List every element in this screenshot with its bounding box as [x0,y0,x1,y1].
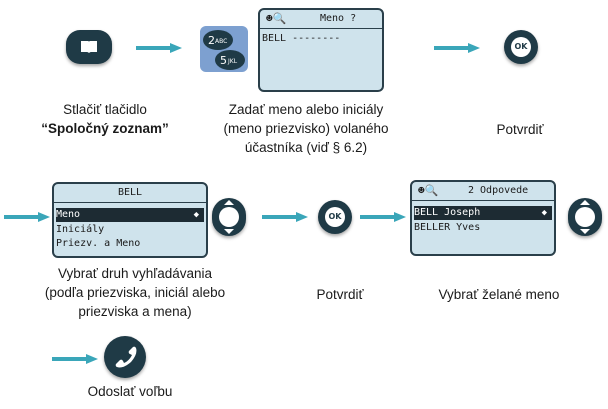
directory-search-icon: ☻🔍 [266,12,287,25]
caption-step1-bold: “Spoločný zoznam” [41,121,169,136]
lcd-header: ☻🔍 Meno ? [260,10,382,29]
nav-down-icon [580,229,590,234]
caption-step2-line: (meno priezvisko) volaného [223,121,389,136]
nav-up-icon [224,200,234,205]
caption-step4-line: Vybrať druh vyhľadávania [57,266,213,281]
arrow-right-icon [434,43,480,53]
lcd-screen-results: ☻🔍 2 Odpovede BELL Joseph ◆ BELLER Yves [410,180,556,256]
nav-up-icon [580,200,590,205]
nav-center-icon [219,207,239,227]
book-icon [81,41,97,53]
lcd-screen-search-type: BELL Meno ◆ Iniciály Priezv. a Meno [52,182,208,258]
lcd-entry-line: BELL -------- [262,33,341,44]
caption-step2: Zadať meno alebo iniciály (meno priezvis… [196,100,416,157]
lcd-title: Meno ? [320,13,357,24]
ok-label: OK [325,207,345,227]
nav-down-icon [224,229,234,234]
caption-step1-line1: Stlačiť tlačidlo [63,102,147,117]
lcd-option[interactable]: Priezv. a Meno [56,238,141,249]
svg-text:2: 2 [208,34,215,47]
caption-step7-text: Odoslať voľbu [87,384,173,399]
up-down-icon: ◆ [541,208,547,218]
arrow-right-icon [4,212,50,222]
call-button[interactable] [104,336,146,378]
caption-step6: Vybrať želané meno [414,285,584,304]
svg-text:5: 5 [220,54,227,67]
arrow-right-icon [52,354,98,364]
lcd-option[interactable]: Iniciály [56,224,105,235]
arrow-right-icon [262,212,308,222]
lcd-title: 2 Odpovede [468,185,529,196]
caption-step4-line: priezviska a mena) [78,304,192,319]
lcd-result[interactable]: BELLER Yves [414,222,481,233]
lcd-title: BELL [117,187,143,198]
caption-step5: Potvrdiť [290,285,390,304]
book-button[interactable] [66,30,112,64]
keypad-keys-icon: 2 ABC 5 JKL [200,26,248,72]
arrow-right-icon [136,43,182,53]
caption-step6-text: Vybrať želané meno [438,287,560,302]
lcd-result-label: BELL Joseph [414,207,481,218]
caption-step5-text: Potvrdiť [316,287,364,302]
lcd-result-selected[interactable]: BELL Joseph ◆ [414,206,552,220]
caption-step3-text: Potvrdiť [496,122,544,137]
handset-icon [115,346,137,368]
nav-center-icon [575,207,595,227]
lcd-option-selected[interactable]: Meno ◆ [56,208,204,222]
caption-step3: Potvrdiť [470,120,570,139]
caption-step4-line: (podľa priezviska, iniciál alebo [44,285,226,300]
svg-text:JKL: JKL [227,58,238,65]
ok-button[interactable]: OK [318,200,352,234]
ok-button[interactable]: OK [504,30,538,64]
caption-step4: Vybrať druh vyhľadávania (podľa priezvis… [20,264,250,321]
directory-search-icon: ☻🔍 [418,184,439,197]
lcd-option-label: Meno [56,209,81,220]
navigator-button[interactable] [212,198,246,236]
caption-step2-line: Zadať meno alebo iniciály [228,102,384,117]
svg-text:ABC: ABC [215,38,227,45]
lcd-header: ☻🔍 2 Odpovede [412,182,554,201]
caption-step1: Stlačiť tlačidlo “Spoločný zoznam” [20,100,190,138]
up-down-icon: ◆ [193,210,199,220]
lcd-header: BELL [54,184,206,203]
ok-label: OK [511,37,531,57]
arrow-right-icon [360,212,406,222]
navigator-button[interactable] [568,198,602,236]
caption-step7: Odoslať voľbu [60,382,200,401]
lcd-screen-name-entry: ☻🔍 Meno ? BELL -------- [258,8,384,92]
caption-step2-line: účastníka (viď § 6.2) [244,140,368,155]
